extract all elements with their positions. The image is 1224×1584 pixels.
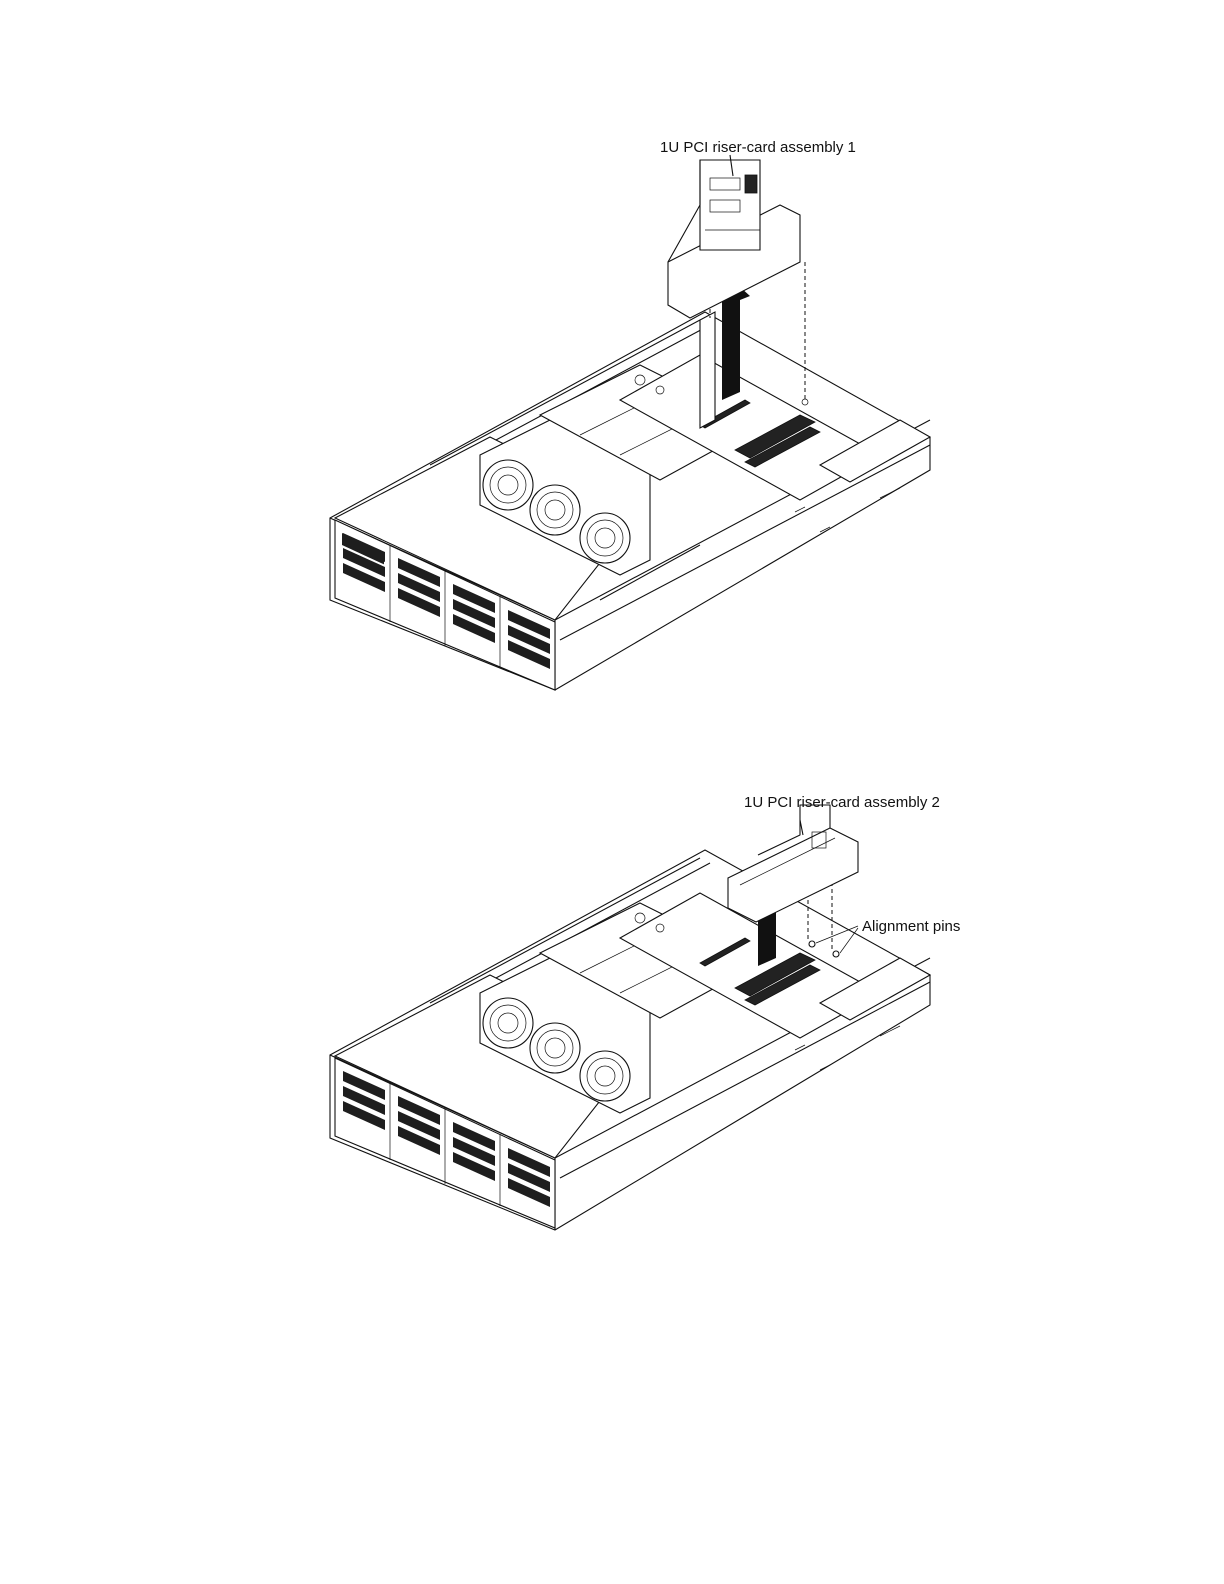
server-chassis-illustration-1	[0, 0, 1224, 760]
server-chassis-illustration-2	[0, 760, 1224, 1320]
figure-remove-riser-assembly-2: 1U PCI riser-card assembly 2 Alignment p…	[0, 760, 1224, 1320]
callout-riser-card-assembly-1: 1U PCI riser-card assembly 1	[660, 139, 856, 156]
callout-alignment-pins: Alignment pins	[862, 918, 960, 935]
riser-card-assembly-1	[668, 155, 800, 318]
riser-card-assembly-2	[728, 805, 858, 922]
figure-remove-riser-assembly-1: 1U PCI riser-card assembly 1	[0, 0, 1224, 760]
callout-riser-card-assembly-2: 1U PCI riser-card assembly 2	[744, 794, 940, 811]
